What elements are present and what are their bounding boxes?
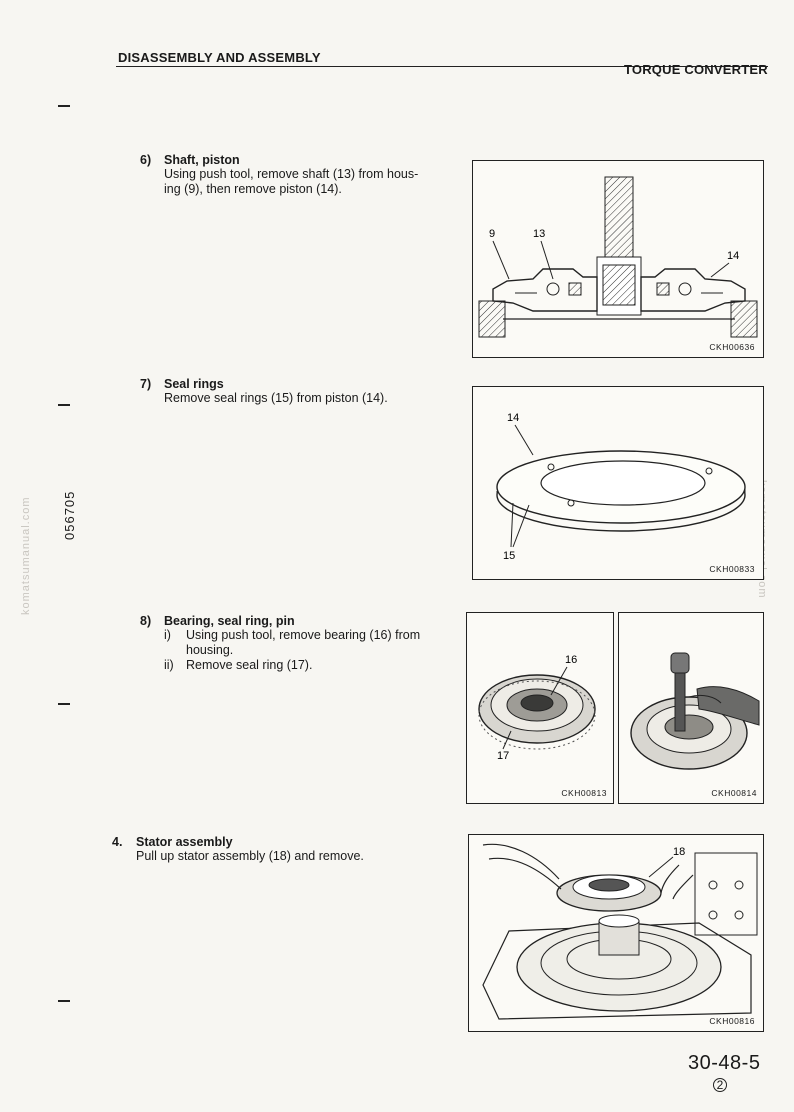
step-title: Shaft, piston	[164, 153, 240, 167]
step-8: 8) Bearing, seal ring, pin i) Using push t…	[140, 614, 452, 673]
figure-code: CKH00813	[561, 788, 607, 798]
figure-seal-ring-removal: CKH00814	[618, 612, 764, 804]
substep-number: i)	[164, 628, 171, 642]
header-rule	[116, 66, 768, 67]
step-number: 7)	[140, 377, 152, 391]
step-text-line: ing (9), then remove piston (14).	[164, 182, 342, 196]
callout-label: 18	[673, 846, 685, 858]
step-number: 8)	[140, 614, 152, 628]
margin-mark	[58, 404, 70, 406]
stator-lift-illustration: 18	[482, 843, 758, 1020]
callout-label: 9	[489, 228, 495, 240]
step-text-line: housing.	[186, 643, 234, 657]
step-text-line: Pull up stator assembly (18) and remove.	[136, 849, 364, 863]
step-title: Seal rings	[164, 377, 224, 391]
figure-stator-assembly: 18 CKH00816	[468, 834, 764, 1032]
step-7: 7) Seal rings Remove seal rings (15) from…	[140, 377, 450, 406]
figure-code: CKH00636	[709, 342, 755, 352]
step-text-line: Using push tool, remove bearing (16) fro…	[186, 628, 421, 642]
margin-mark	[58, 105, 70, 107]
side-document-code: 056705	[62, 490, 77, 540]
push-tool-photo	[630, 652, 760, 770]
callout-label: 14	[507, 412, 519, 424]
figure-code: CKH00816	[709, 1016, 755, 1026]
step-number: 6)	[140, 153, 152, 167]
figure-bearing-removal: 16 17 CKH00813	[466, 612, 614, 804]
figure-shaft-piston: 9 13 14 CKH00636	[472, 160, 764, 358]
step-title: Stator assembly	[136, 835, 233, 849]
callout-label: 14	[727, 250, 739, 262]
substep-number: ii)	[164, 658, 174, 672]
figure-code: CKH00814	[711, 788, 757, 798]
housing-bearing-photo: 16 17	[478, 654, 596, 762]
step-title: Bearing, seal ring, pin	[164, 614, 295, 628]
margin-mark	[58, 703, 70, 705]
step-number: 4.	[112, 835, 123, 849]
step-6: 6) Shaft, piston Using push tool, remove …	[140, 153, 450, 197]
step-text-line: Remove seal rings (15) from piston (14).	[164, 391, 388, 405]
step-text-line: Remove seal ring (17).	[186, 658, 313, 672]
step-4-stator: 4. Stator assembly Pull up stator assembl…	[112, 835, 452, 864]
callout-label: 16	[565, 654, 577, 666]
section-header: DISASSEMBLY AND ASSEMBLY	[118, 50, 321, 65]
page-number: 30-48-5	[688, 1052, 761, 1074]
callout-label: 17	[497, 750, 509, 762]
revision-mark: 2	[713, 1078, 727, 1092]
figure-seal-rings: 14 15 CKH00833	[472, 386, 764, 580]
shaft-piston-illustration: 9 13 14	[478, 176, 758, 338]
callout-label: 13	[533, 228, 545, 240]
margin-mark	[58, 1000, 70, 1002]
step-text-line: Using push tool, remove shaft (13) from …	[164, 167, 419, 181]
chapter-header: TORQUE CONVERTER	[624, 62, 768, 77]
callout-label: 15	[503, 550, 515, 562]
figure-code: CKH00833	[709, 564, 755, 574]
piston-ring-illustration: 14 15	[496, 412, 746, 562]
watermark: komatsumanual.com	[20, 496, 32, 616]
